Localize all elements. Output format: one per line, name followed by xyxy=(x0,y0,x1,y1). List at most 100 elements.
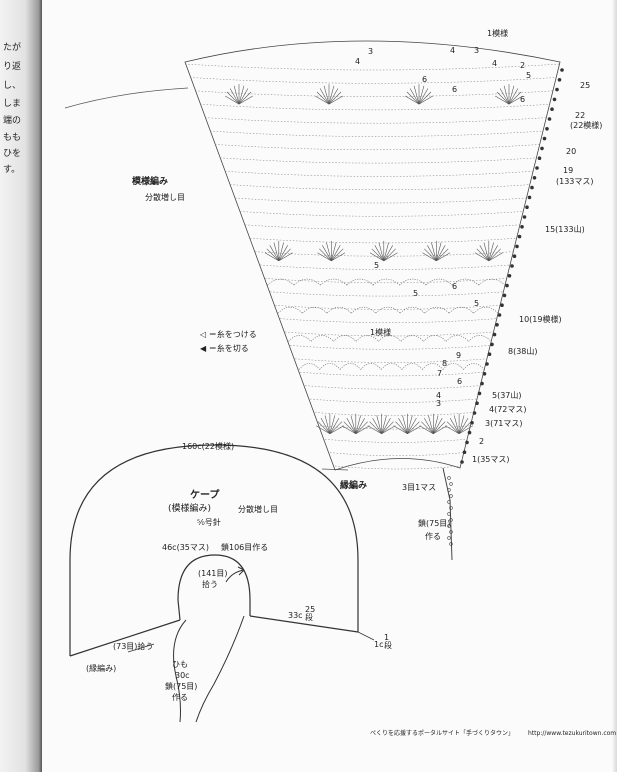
shell-stitch xyxy=(328,95,343,105)
right-page-edge xyxy=(611,0,617,772)
stitch-row xyxy=(189,77,557,84)
shell-stitch xyxy=(328,88,339,105)
shell-stitch xyxy=(381,417,391,434)
legend-attach-text: ＝糸をつける xyxy=(208,330,257,339)
edge-bead xyxy=(505,283,509,288)
end-length: 1c xyxy=(374,640,384,649)
chain-arch xyxy=(298,363,320,370)
chain-arch xyxy=(267,278,295,286)
pattern-repeat-label: 1模様 xyxy=(487,29,509,38)
attach-yarn-icon: ◁ xyxy=(200,330,207,339)
cell-number: 5 xyxy=(474,299,480,308)
shell-stitch xyxy=(329,417,340,434)
edge-bead xyxy=(552,97,557,102)
shell-stitch xyxy=(407,421,420,435)
shell-stitch xyxy=(413,85,420,105)
stitch-row xyxy=(329,452,464,456)
left-page-fragment: しま xyxy=(3,99,22,109)
chain-arch xyxy=(399,278,427,286)
footer-text: ぺくりを応援するポータルサイト「手づくりタウン」 xyxy=(370,730,515,737)
edge-bead xyxy=(527,195,532,200)
shell-stitch xyxy=(343,421,357,435)
chain-arch xyxy=(346,278,374,286)
shell-stitch xyxy=(369,421,382,435)
cord-label: 鎖(75目) xyxy=(418,519,451,528)
shell-stitch xyxy=(436,252,451,262)
pickup-leader xyxy=(127,643,155,653)
chain-arch xyxy=(326,306,352,314)
stitch-row xyxy=(209,130,544,137)
shell-stitch xyxy=(433,415,439,434)
shell-stitch xyxy=(269,245,280,262)
shell-stitch xyxy=(446,421,460,435)
edge-bead xyxy=(495,323,499,327)
shell-stitch xyxy=(483,242,490,261)
shell-stitch xyxy=(371,248,385,262)
needle-size: ⁵⁄₀号針 xyxy=(197,518,221,527)
shell-stitch xyxy=(458,417,469,434)
cell-number: 9 xyxy=(456,351,462,360)
chart-pointer xyxy=(64,87,189,109)
shell-stitch xyxy=(381,415,387,434)
chain-arches xyxy=(267,278,506,370)
cell-number: 6 xyxy=(457,377,463,386)
stitch-row xyxy=(259,264,511,270)
cord-bead xyxy=(447,500,451,504)
inner-action: 拾う xyxy=(202,580,218,589)
edge-bead xyxy=(500,303,504,308)
cape-width-label: 160c(22模様) xyxy=(182,442,235,451)
shell-stitch xyxy=(315,425,331,435)
shell-stitch xyxy=(508,88,519,105)
cape-neck xyxy=(177,554,251,621)
cord-bead xyxy=(449,482,453,486)
chain-arch xyxy=(310,335,334,342)
shell-stitch xyxy=(264,252,279,262)
edge-bead xyxy=(530,185,534,190)
chain-arch xyxy=(422,363,444,370)
shell-stitch xyxy=(424,417,434,434)
shell-stitch xyxy=(405,95,420,105)
shell-stitch xyxy=(418,88,429,105)
shell-stitch xyxy=(458,425,474,435)
row-label: 15(133山) xyxy=(545,225,585,234)
cape-subtitle: (模様編み) xyxy=(168,504,212,514)
stitch-row xyxy=(264,278,507,284)
shell-stitch xyxy=(320,417,331,434)
shell-stitch xyxy=(453,415,460,434)
shell-stitch xyxy=(433,421,446,435)
cord-bead xyxy=(449,494,453,498)
shell-stitch xyxy=(488,242,494,261)
row-label: (22模様) xyxy=(570,121,603,130)
stitch-rows xyxy=(184,63,561,470)
cut-yarn-icon: ◀ xyxy=(200,344,207,353)
chain-arch xyxy=(463,363,485,370)
shell-stitch xyxy=(319,88,330,105)
cell-number: 7 xyxy=(437,369,443,378)
shell-stitch xyxy=(226,91,240,105)
shell-stitch xyxy=(317,421,331,435)
shell-stitch xyxy=(424,248,437,262)
shell-stitch xyxy=(324,415,331,434)
inner-count: (141目) xyxy=(198,569,228,578)
shell-stitch xyxy=(329,415,336,434)
row-label: 5(37山) xyxy=(492,391,522,400)
shell-stitch xyxy=(436,248,449,262)
pickup-label: (73目)拾う xyxy=(113,642,154,651)
stitch-row xyxy=(249,237,517,244)
cord-bead xyxy=(447,536,451,540)
chain-arch xyxy=(351,306,377,314)
shell-stitch xyxy=(329,421,343,435)
row-label: 3(71マス) xyxy=(485,419,523,428)
shell-stitch xyxy=(238,85,245,105)
stitch-row xyxy=(184,63,561,71)
edge-bead xyxy=(532,176,537,180)
row-label: (133マス) xyxy=(556,177,594,186)
shell-stitch xyxy=(355,415,361,434)
cell-number: 6 xyxy=(422,75,428,84)
shell-stitch xyxy=(407,415,413,434)
shell-stitch xyxy=(238,88,249,105)
arrow-head-icon xyxy=(237,566,245,576)
shell-stitch xyxy=(225,95,240,105)
shell-stitch xyxy=(474,252,489,262)
stitch-row xyxy=(239,211,524,217)
